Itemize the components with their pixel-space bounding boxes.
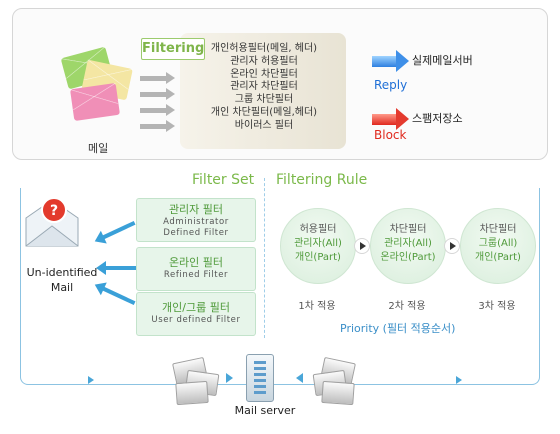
filter-item: 관리자 허용필터 (230, 55, 298, 67)
order-label-3: 3차 적용 (478, 301, 516, 312)
gray-envelope-icon (175, 380, 209, 406)
mail-envelopes-icon (60, 46, 140, 130)
reply-destination: 실제메일서버 (412, 54, 473, 67)
filter-item: 개인허용필터(메일, 헤더) (210, 43, 318, 54)
flow-arrow-icon (296, 373, 303, 383)
unidentified-mail-icon: ? (25, 197, 79, 247)
loop-arrow-icon (456, 376, 462, 384)
filter-list-box (180, 33, 346, 149)
mail-loop-line (20, 188, 540, 385)
blue-arrow-icon (372, 50, 409, 72)
mail-server-icon (246, 354, 274, 402)
mail-label: 메일 (88, 142, 109, 155)
reply-label: Reply (374, 78, 408, 92)
section-divider (264, 178, 265, 338)
filter-set-admin: 관리자 필터 Administrator Defined Filter (136, 198, 256, 242)
mail-server-label: Mail server (234, 404, 296, 417)
filter-item: 그룹 차단필터 (234, 94, 294, 106)
filter-set-online: 온라인 필터 Refined Filter (136, 247, 256, 291)
red-arrow-icon (372, 108, 409, 130)
filter-set-user: 개인/그룹 필터 User defined Filter (136, 292, 256, 336)
unidentified-mail-label: Un-identified Mail (26, 266, 98, 294)
gray-arrow-icon (140, 72, 176, 84)
filtering-title: Filtering (141, 38, 205, 60)
block-destination: 스팸저장소 (412, 112, 463, 125)
incoming-arrows (140, 72, 176, 138)
filtering-rule-title: Filtering Rule (276, 172, 368, 188)
pink-envelope-icon (69, 82, 121, 122)
filter-item: 개인 차단필터(메일,헤더) (210, 106, 318, 118)
flow-arrow-icon (226, 373, 233, 383)
rule-circle-3: 차단필터 그룹(All) 개인(Part) (460, 208, 536, 284)
loop-arrow-icon (88, 376, 94, 384)
rule-circle-1: 허용필터 관리자(All) 개인(Part) (280, 208, 356, 284)
gray-arrow-icon (140, 88, 176, 100)
rule-circle-2: 차단필터 관리자(All) 온라인(Part) (370, 208, 446, 284)
blue-arrow-icon (96, 261, 136, 275)
block-label: Block (374, 128, 407, 142)
next-arrow-icon (354, 238, 370, 254)
filter-item: 관리자 차단필터 (230, 81, 298, 93)
filter-item: 온라인 차단필터 (230, 68, 298, 80)
next-arrow-icon (444, 238, 460, 254)
svg-text:?: ? (50, 203, 58, 219)
order-label-2: 2차 적용 (388, 301, 426, 312)
gray-arrow-icon (140, 120, 176, 132)
gray-arrow-icon (140, 104, 176, 116)
priority-label: Priority (필터 적용순서) (340, 322, 456, 335)
filter-item: 바이러스 필터 (234, 119, 294, 131)
gray-envelope-icon (321, 380, 355, 406)
order-label-1: 1차 적용 (298, 301, 336, 312)
filter-set-title: Filter Set (192, 172, 255, 188)
filter-list: 개인허용필터(메일, 헤더) 관리자 허용필터 온라인 차단필터 관리자 차단필… (184, 43, 344, 133)
